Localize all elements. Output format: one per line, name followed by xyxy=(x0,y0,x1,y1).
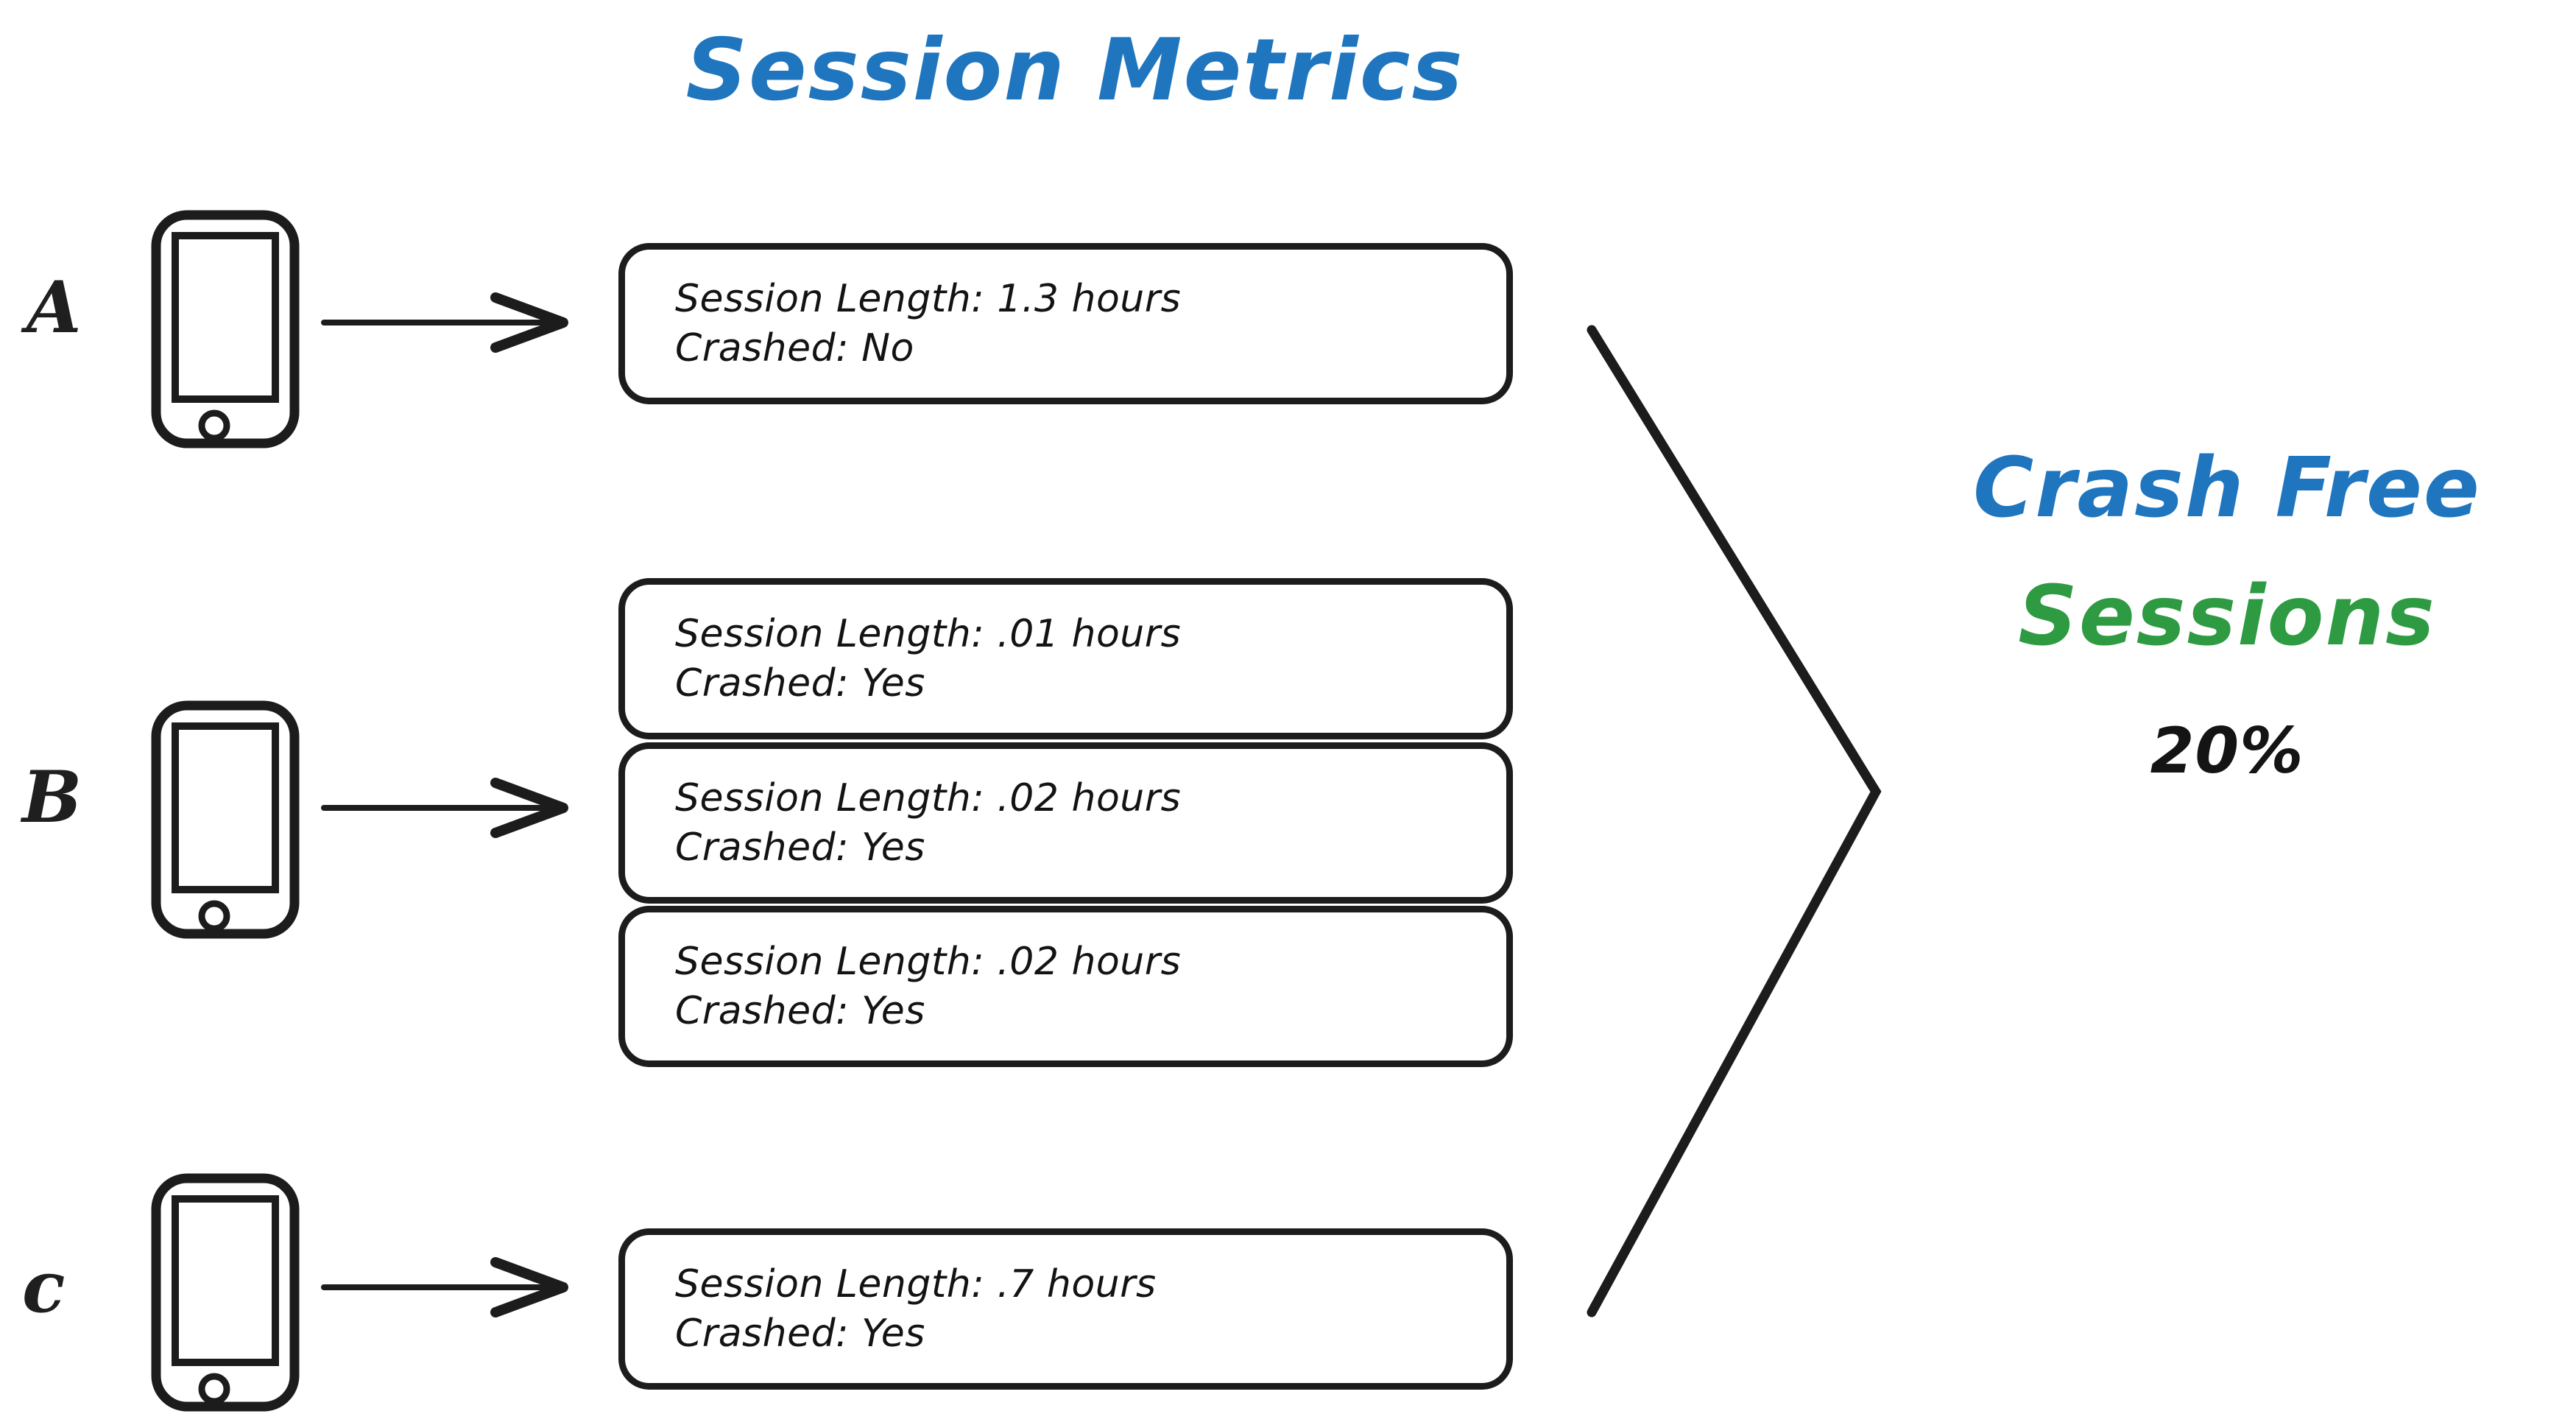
page-title: Session Metrics xyxy=(685,21,1464,120)
session-length-text: Session Length: .02 hours xyxy=(675,940,1182,984)
chevron-right-bracket xyxy=(1587,325,1882,1317)
session-length-text: Session Length: .01 hours xyxy=(675,612,1182,656)
session-card[interactable]: Session Length: .02 hours Crashed: Yes xyxy=(618,742,1513,904)
device-group-label-a: A xyxy=(27,266,82,349)
session-card[interactable]: Session Length: .02 hours Crashed: Yes xyxy=(618,906,1513,1068)
right-arrow-icon-b xyxy=(321,778,568,838)
session-crashed-text: Crashed: Yes xyxy=(675,661,925,706)
session-card[interactable]: Session Length: .7 hours Crashed: Yes xyxy=(618,1228,1513,1390)
session-card[interactable]: Session Length: .01 hours Crashed: Yes xyxy=(618,578,1513,740)
smartphone-icon-a xyxy=(151,210,300,448)
session-card[interactable]: Session Length: 1.3 hours Crashed: No xyxy=(618,243,1513,405)
session-crashed-text: Crashed: Yes xyxy=(675,1311,925,1356)
session-crashed-text: Crashed: No xyxy=(675,326,914,370)
device-group-label-b: B xyxy=(22,756,82,839)
session-length-text: Session Length: .02 hours xyxy=(675,776,1182,820)
session-crashed-text: Crashed: Yes xyxy=(675,988,925,1033)
outcome-block: Crash Free Sessions 20% xyxy=(1885,434,2569,788)
smartphone-icon-b xyxy=(151,700,300,939)
right-arrow-icon-c xyxy=(321,1257,568,1317)
outcome-title-line-1: Crash Free xyxy=(1973,440,2481,536)
session-crashed-text: Crashed: Yes xyxy=(675,825,925,870)
session-length-text: Session Length: 1.3 hours xyxy=(675,277,1182,321)
outcome-value: 20% xyxy=(2150,714,2304,788)
session-length-text: Session Length: .7 hours xyxy=(675,1262,1157,1306)
outcome-title-line-2: Sessions xyxy=(2018,568,2436,664)
smartphone-icon-c xyxy=(151,1173,300,1412)
device-group-label-c: c xyxy=(22,1245,66,1329)
right-arrow-icon-a xyxy=(321,292,568,353)
